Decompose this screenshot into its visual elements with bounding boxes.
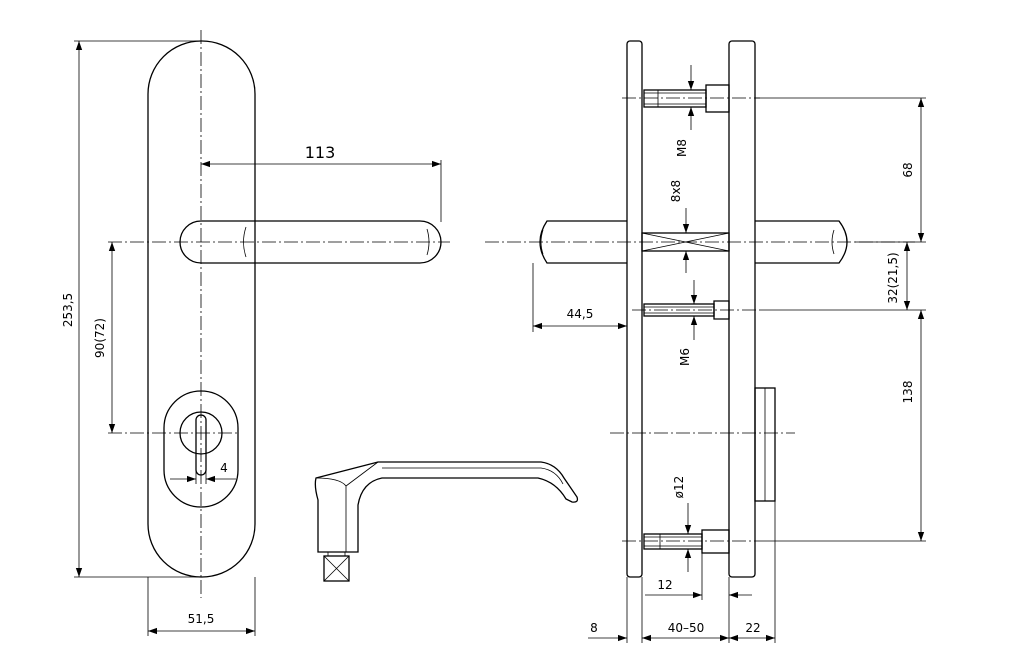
dim-label-plate-thickness: 8 (590, 621, 598, 635)
dim-label-bush-length: 12 (657, 578, 672, 592)
dim-bush-length: 12 (645, 553, 752, 600)
dim-right-chain: 68 32(21,5) 138 (755, 97, 926, 542)
dim-thickness-chain: 8 40–50 22 (588, 501, 776, 643)
side-view: M8 8x8 M6 ø12 44,5 (485, 40, 926, 643)
handle-isometric-view (314, 461, 579, 582)
bottom-screw (622, 529, 760, 554)
dim-label-handle-to-key: 90(72) (93, 318, 107, 358)
dim-bush-diameter: ø12 (672, 476, 692, 572)
middle-screw (632, 300, 760, 320)
dim-lever-length: 113 (201, 143, 442, 222)
key-hole (108, 390, 240, 508)
dim-label-plate-width: 51,5 (188, 612, 215, 626)
dim-plate-width: 51,5 (147, 577, 256, 636)
inner-plate (626, 40, 643, 578)
dim-top-screw-thread: M8 (675, 65, 695, 157)
top-screw (622, 84, 760, 113)
dim-label-door-thickness: 40–50 (668, 621, 705, 635)
dim-label-rear-plate-thickness: 22 (745, 621, 760, 635)
dim-label-middle-screw-thread: M6 (678, 348, 692, 366)
dim-label-bottom-screw-spacing: 138 (901, 381, 915, 404)
dim-label-bush-diameter: ø12 (672, 476, 686, 499)
dim-key-slot: 4 (170, 461, 236, 484)
escutcheon-plate (147, 40, 256, 578)
dim-label-lever-projection: 44,5 (567, 307, 594, 321)
dim-square-spindle: 8x8 (669, 180, 690, 273)
dim-label-top-screw-thread: M8 (675, 139, 689, 157)
dim-label-square-spindle: 8x8 (669, 180, 683, 202)
outer-plate (728, 40, 756, 578)
front-view: 113 253,5 90(72) 4 51,5 (61, 30, 450, 636)
dim-label-key-slot: 4 (220, 461, 228, 475)
lever-handle (108, 220, 450, 264)
dim-middle-screw-thread: M6 (678, 280, 698, 366)
dim-label-lever-length: 113 (305, 143, 336, 162)
dim-label-spindle-offset: 32(21,5) (886, 252, 900, 303)
dim-plate-height: 253,5 (61, 40, 201, 578)
dim-label-top-screw-spacing: 68 (901, 162, 915, 177)
dim-label-plate-height: 253,5 (61, 293, 75, 327)
square-spindle-iso (323, 555, 350, 582)
dim-handle-to-key: 90(72) (93, 242, 116, 433)
dim-lever-projection: 44,5 (532, 263, 627, 332)
